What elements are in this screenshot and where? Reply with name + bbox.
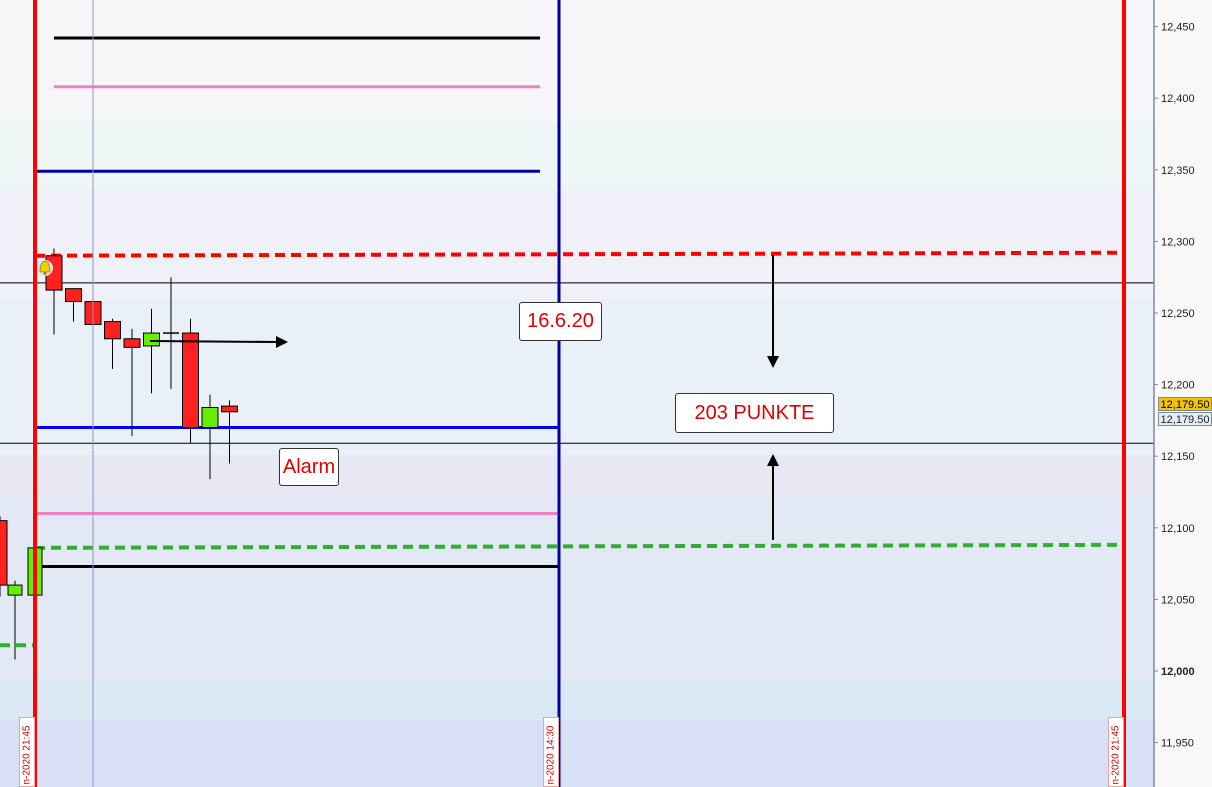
arrow-up [767,454,779,540]
time-label-end: n-2020 21:45 [1108,717,1124,787]
background-band [0,680,1154,720]
candle-down [104,321,121,340]
last-price-tag: 12,179.50 [1158,397,1212,411]
time-label-text: n-2020 14:30 [545,725,557,785]
axis-tick-label: 12,300 [1161,236,1195,248]
background-band [0,495,1154,680]
bell-icon[interactable] [37,260,53,276]
arrow-right [149,336,288,348]
time-label-text: n-2020 21:45 [21,725,33,785]
date-label[interactable]: 16.6.20 [519,302,602,341]
axis-tick-label: 12,250 [1161,308,1195,320]
candle-down [221,405,238,413]
axis-tick-label: 12,050 [1161,594,1195,606]
price-axis[interactable]: 12,450 12,400 12,350 12,300 12,250 12,200 12,1… [1153,0,1212,787]
background-band [0,0,1154,122]
alarm-label[interactable]: Alarm [279,448,339,486]
background-band [0,720,1154,787]
axis-tick-label: 12,150 [1161,451,1195,463]
candle-up [7,584,23,596]
candle-down [0,520,8,586]
candle-down [123,338,141,348]
candle-down [65,288,82,303]
axis-tick-label: 12,450 [1161,22,1195,34]
time-label-start: n-2020 21:45 [19,717,35,787]
candle-up [201,407,219,429]
time-label-marker: n-2020 14:30 [543,717,559,787]
candle-down [182,332,199,429]
axis-tick-label: 12,000 [1161,666,1195,678]
level-line [34,542,1123,550]
points-label[interactable]: 203 PUNKTE [675,393,834,433]
level-lines [0,36,1154,648]
axis-tick-label: 12,350 [1161,165,1195,177]
axis-tick-label: 12,400 [1161,93,1195,105]
background-band [0,455,1154,495]
axis-tick-label: 12,200 [1161,380,1195,392]
background-band [0,190,1154,300]
axis-tick-label: 12,100 [1161,523,1195,535]
overlays [33,0,1126,787]
candle-up [143,332,160,347]
arrow-down [767,255,779,368]
background-band [0,122,1154,190]
axis-tick-label: 11,950 [1161,738,1194,750]
bid-price-tag: 12,179.50 [1158,412,1212,426]
time-label-text: n-2020 21:45 [1110,725,1122,785]
level-line [34,250,1123,258]
background-bands [0,0,1154,787]
